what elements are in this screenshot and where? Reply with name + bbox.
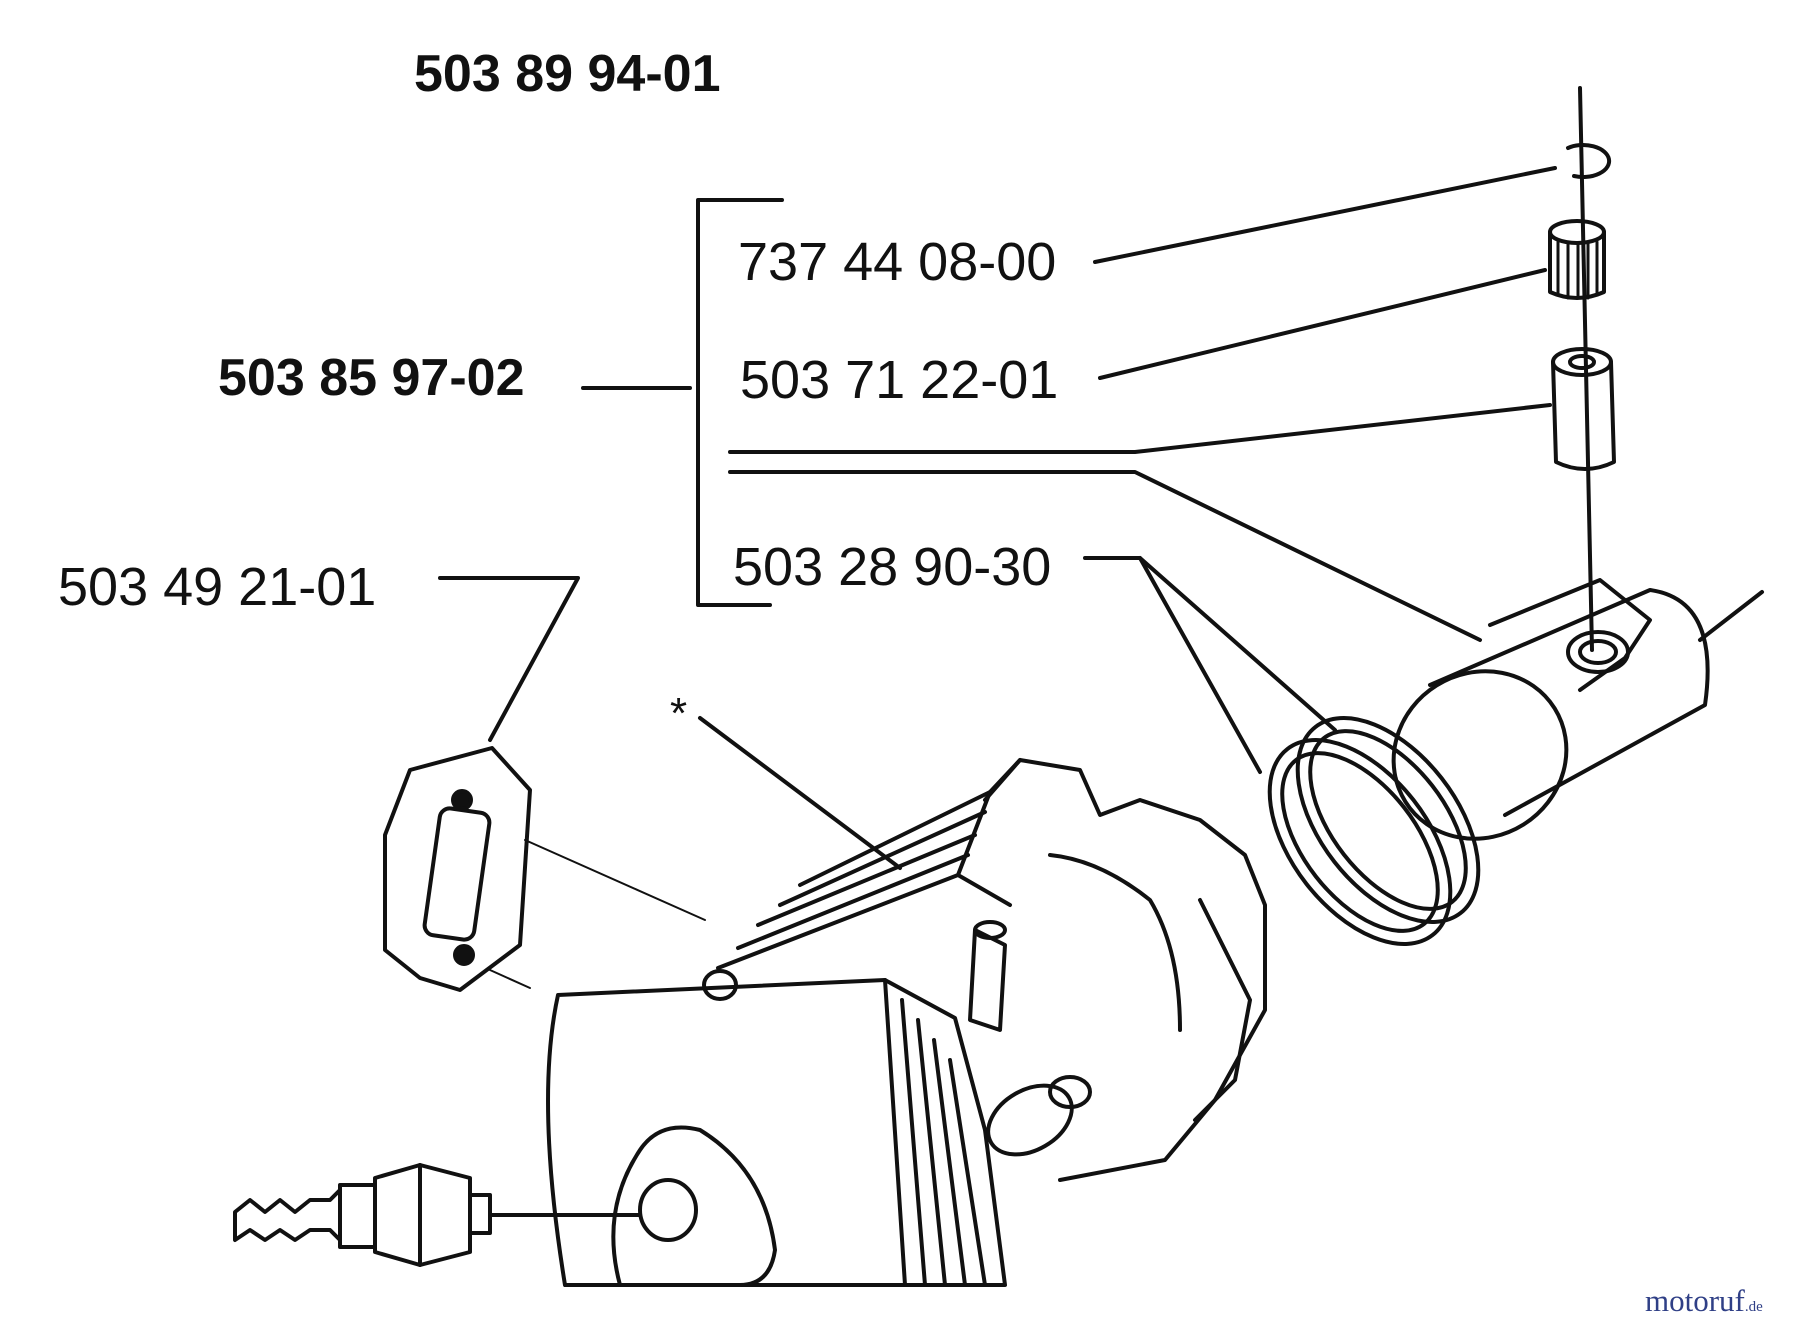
leader-piston-pin: [728, 403, 1552, 454]
piston-ring-part-label: 503 28 90-30: [733, 537, 1052, 597]
leader-asterisk: [698, 716, 902, 870]
watermark-logo: motoruf.de: [1645, 1283, 1763, 1319]
piston: [1391, 578, 1764, 841]
asterisk-marker: *: [670, 689, 688, 738]
pin-clip-part-label: 737 44 08-00: [738, 232, 1057, 292]
piston-rings: [1267, 716, 1481, 946]
watermark-suffix-text: .de: [1744, 1299, 1763, 1315]
leader-pin-clip: [1093, 166, 1557, 264]
kit-number-label: 503 85 97-02: [218, 349, 525, 407]
needle-bearing: [1548, 219, 1606, 300]
spark-plug: [233, 1163, 492, 1267]
circlip: [1566, 143, 1612, 180]
piston-pin: [1551, 347, 1616, 471]
cylinder: [546, 758, 1267, 1287]
kit-bracket: [696, 198, 784, 607]
leader-piston: [728, 470, 1482, 642]
leader-piston-ring-b: [1138, 556, 1337, 732]
gasket: [383, 746, 706, 992]
gasket-part-label: 503 49 21-01: [58, 557, 377, 617]
needle-bearing-part-label: 503 71 22-01: [740, 350, 1059, 410]
watermark-main-text: motoruf: [1645, 1283, 1745, 1318]
leader-piston-ring-a: [1083, 556, 1262, 774]
leader-gasket: [438, 576, 580, 742]
assembly-number-label: 503 89 94-01: [414, 45, 721, 103]
leader-needle-bearing: [1098, 268, 1547, 380]
